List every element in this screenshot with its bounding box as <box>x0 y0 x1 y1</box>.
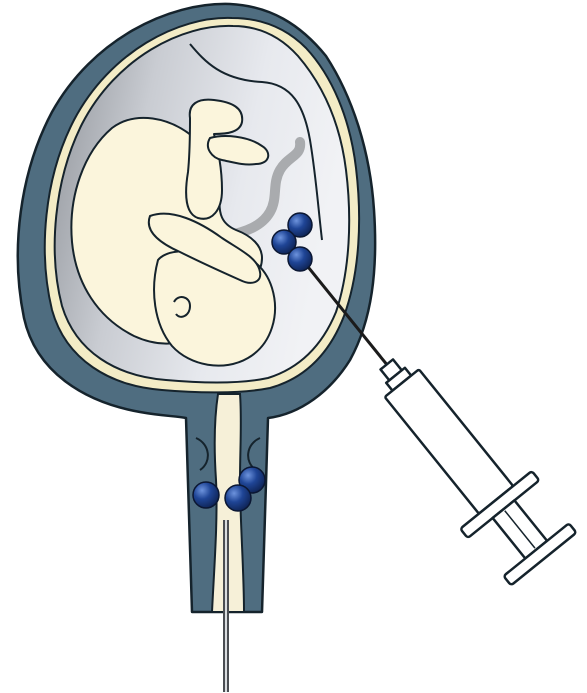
bead <box>288 247 312 271</box>
bead <box>225 485 251 511</box>
bead <box>193 482 219 508</box>
syringe-icon <box>351 336 580 588</box>
syringe-barrel <box>385 369 513 513</box>
